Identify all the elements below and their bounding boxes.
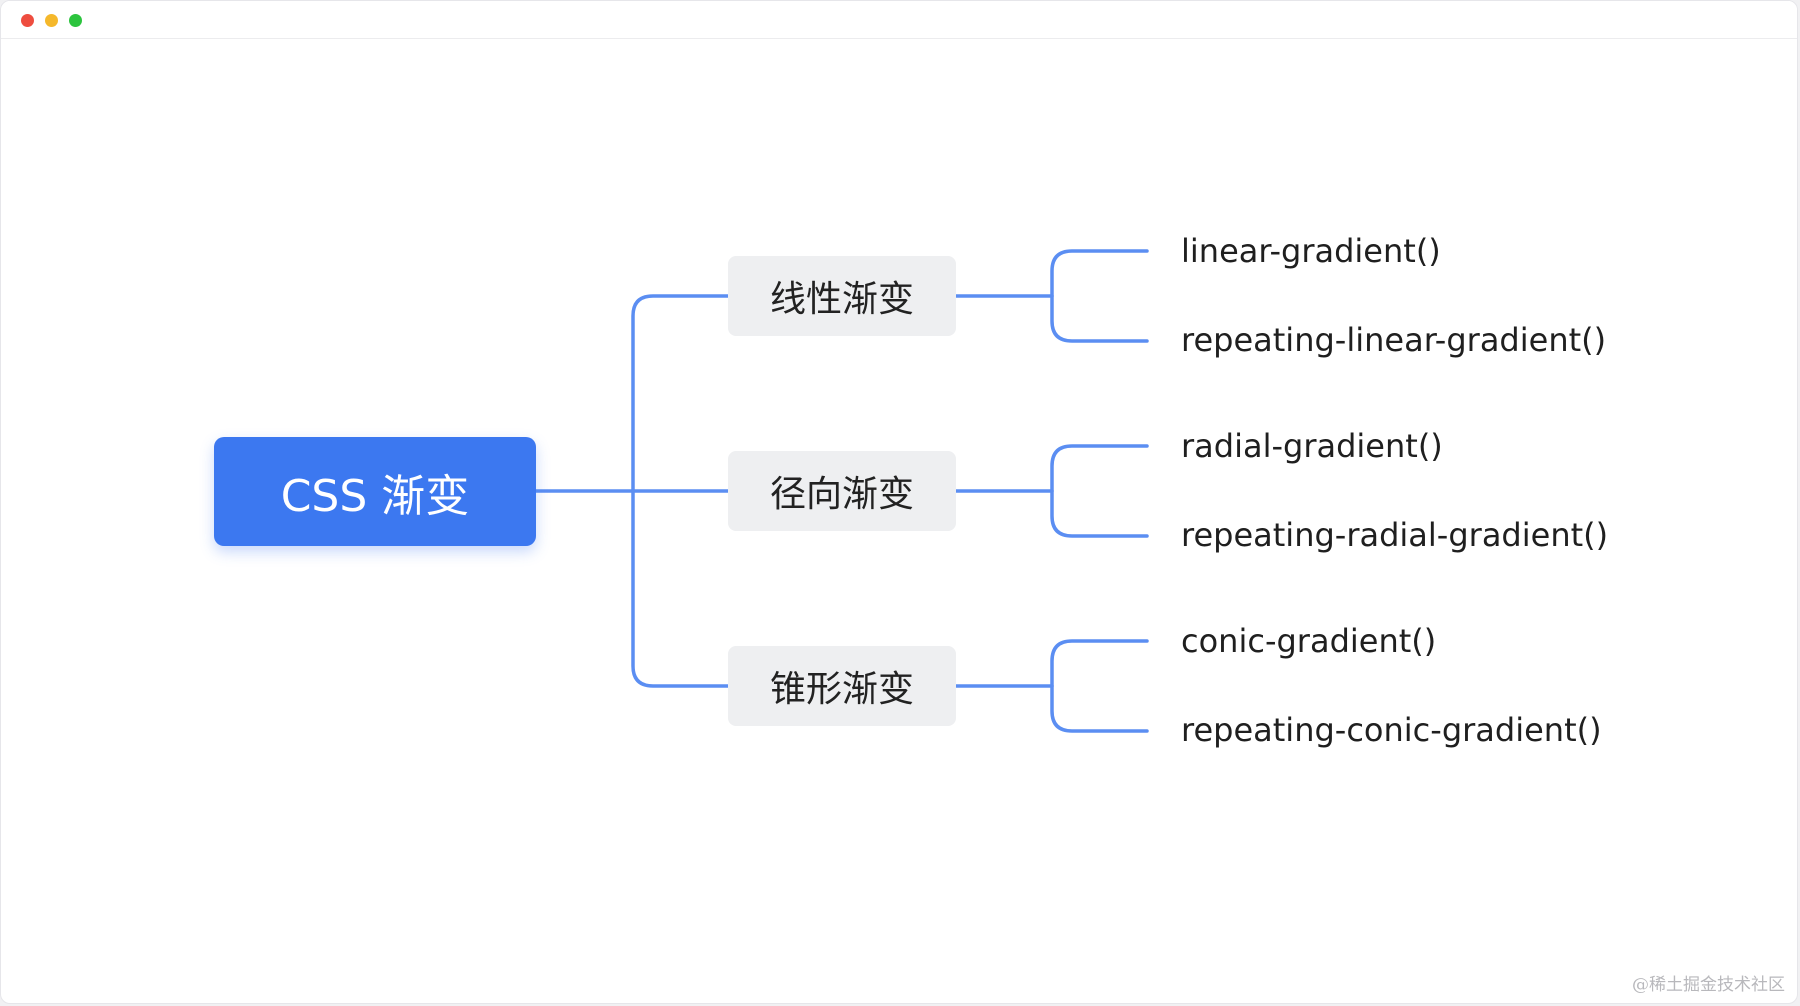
leaf-radial-gradient: radial-gradient() [1181, 427, 1443, 465]
leaf-conic-gradient: conic-gradient() [1181, 622, 1437, 660]
connector-leaves-linear [1050, 249, 1149, 343]
window-titlebar [1, 1, 1797, 39]
close-window-button[interactable] [21, 14, 34, 27]
connector-spine [631, 294, 730, 688]
branch-node-label: 线性渐变 [769, 279, 914, 320]
branch-node-linear: 线性渐变 [728, 256, 956, 336]
leaf-linear-gradient: linear-gradient() [1181, 232, 1441, 270]
branch-node-radial: 径向渐变 [728, 451, 956, 531]
minimize-window-button[interactable] [45, 14, 58, 27]
leaf-repeating-radial-gradient: repeating-radial-gradient() [1181, 516, 1609, 554]
leaf-repeating-linear-gradient: repeating-linear-gradient() [1181, 321, 1607, 359]
branch-node-conic: 锥形渐变 [728, 646, 956, 726]
connector-leaves-conic [1050, 639, 1149, 733]
root-node: CSS 渐变 [214, 437, 536, 546]
watermark: @稀土掘金技术社区 [1632, 975, 1785, 995]
connector-leaves-radial [1050, 444, 1149, 538]
branch-node-label: 径向渐变 [769, 474, 914, 515]
leaf-repeating-conic-gradient: repeating-conic-gradient() [1181, 711, 1602, 749]
zoom-window-button[interactable] [69, 14, 82, 27]
branch-node-label: 锥形渐变 [769, 669, 914, 710]
root-node-label: CSS 渐变 [280, 470, 470, 522]
